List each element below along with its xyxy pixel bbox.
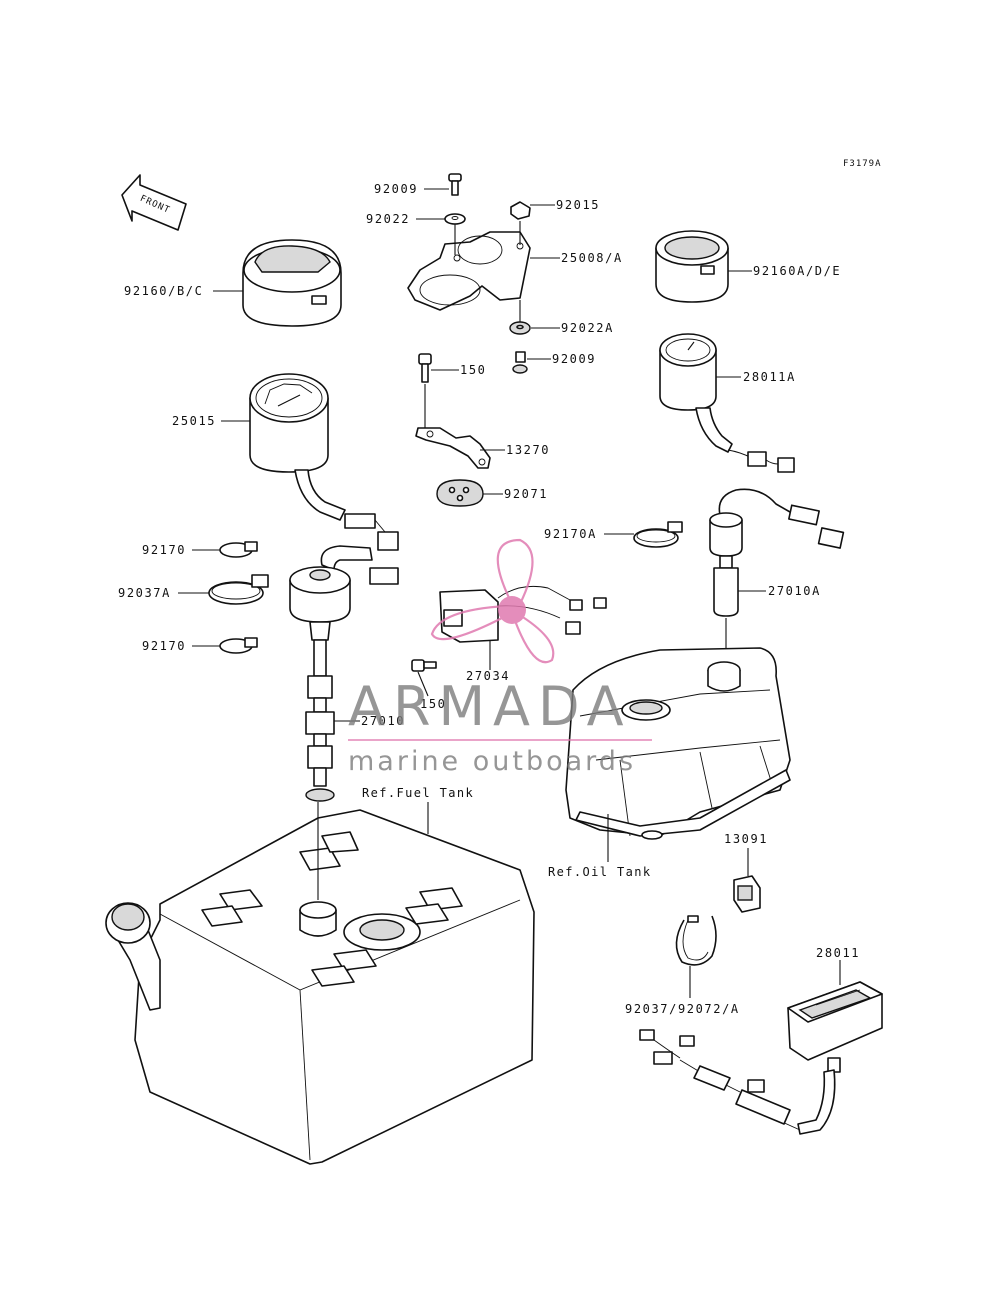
washer-92022a: [509, 321, 531, 335]
label-92170-top: 92170: [142, 543, 186, 557]
meter-cover-92160bc: [242, 239, 342, 327]
diagram-code: F3179A: [843, 159, 882, 169]
oil-level-sender-27010a: [709, 488, 845, 617]
hour-meter-28011: [639, 981, 883, 1135]
meter-cover-92160ade: [655, 230, 729, 303]
relay-27034: [439, 585, 607, 643]
label-92022a: 92022A: [561, 321, 614, 335]
label-25008: 25008/A: [561, 251, 623, 265]
band-92037-92072: [675, 915, 717, 966]
bolt-92009-top: [448, 173, 462, 196]
fuel-gauge-sender-27010: [289, 545, 399, 802]
label-ref-oil-tank: Ref.Oil Tank: [548, 865, 652, 879]
fuel-tank-ref: [105, 809, 535, 1165]
stay-13270: [415, 427, 491, 469]
oil-tank-ref: [565, 647, 791, 840]
front-arrow-icon: FRONT: [121, 174, 187, 231]
clamp-92170-bot: [219, 637, 258, 654]
label-27010: 27010: [361, 714, 405, 728]
grommet-92071: [436, 479, 484, 507]
cover-13091: [733, 875, 761, 913]
label-92170a: 92170A: [544, 527, 597, 541]
watermark-brand: ARMADA: [348, 675, 632, 738]
label-92015: 92015: [556, 198, 600, 212]
label-150-bot: 150: [420, 697, 446, 711]
label-92071: 92071: [504, 487, 548, 501]
oil-gauge-28011a: [659, 333, 795, 473]
bolt-150-bot: [411, 659, 437, 672]
label-92160bc: 92160/B/C: [124, 284, 203, 298]
watermark-tagline: marine outboards: [348, 746, 636, 777]
clamp-92037a: [208, 574, 269, 605]
label-27034: 27034: [466, 669, 510, 683]
label-25015: 25015: [172, 414, 216, 428]
label-92170-bot: 92170: [142, 639, 186, 653]
label-92037-92072: 92037/92072/A: [625, 1002, 740, 1016]
clip-nut-92015: [510, 201, 531, 220]
clamp-92170a: [633, 521, 683, 548]
armada-watermark: ARMADA marine outboards: [348, 538, 652, 777]
bolt-92009-mid: [512, 351, 528, 374]
label-92009-top: 92009: [374, 182, 418, 196]
clamp-92170-top: [219, 541, 258, 558]
meter-bracket-25008: [407, 231, 531, 311]
label-ref-fuel-tank: Ref.Fuel Tank: [362, 786, 474, 800]
propeller-logo-icon: [430, 538, 555, 664]
speedometer-25015: [249, 373, 399, 551]
bolt-150-top: [418, 353, 432, 383]
label-13091: 13091: [724, 832, 768, 846]
label-28011a: 28011A: [743, 370, 796, 384]
label-28011: 28011: [816, 946, 860, 960]
label-92009-mid: 92009: [552, 352, 596, 366]
label-13270: 13270: [506, 443, 550, 457]
label-92022: 92022: [366, 212, 410, 226]
label-27010a: 27010A: [768, 584, 821, 598]
label-92160ade: 92160A/D/E: [753, 264, 841, 278]
washer-92022: [444, 213, 466, 225]
label-92037a: 92037A: [118, 586, 171, 600]
label-150-top: 150: [460, 363, 486, 377]
